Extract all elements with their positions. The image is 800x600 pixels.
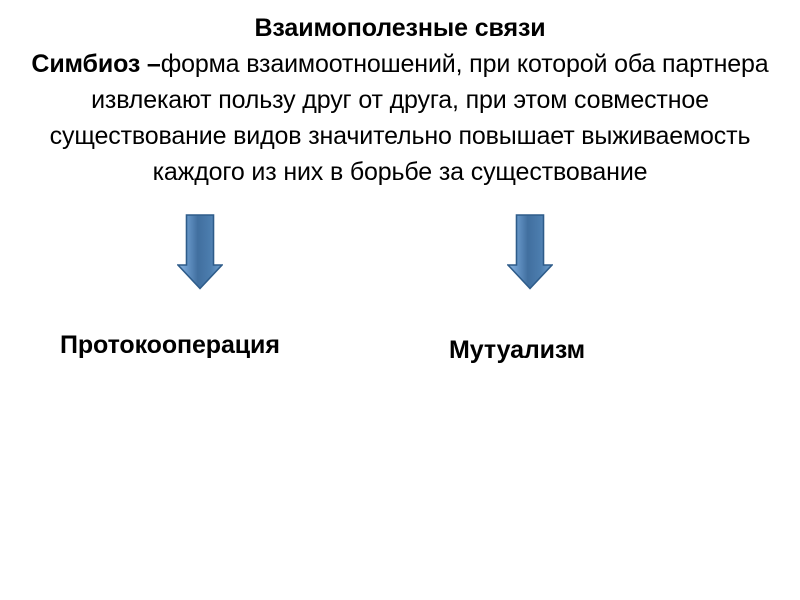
page-title: Взаимополезные связи [254, 14, 546, 42]
down-arrow-icon [177, 214, 223, 290]
down-arrow-icon [507, 214, 553, 290]
definition-body: форма взаимоотношений, при которой оба п… [49, 50, 769, 186]
category-label-mutualism: Мутуализм [449, 336, 586, 364]
slide-text-block: Взаимополезные связи Симбиоз –форма взаи… [18, 10, 782, 190]
definition-term: Симбиоз – [31, 50, 161, 78]
definition-paragraph: Симбиоз –форма взаимоотношений, при кото… [18, 46, 782, 190]
category-label-protocooperation: Протокооперация [60, 331, 280, 359]
